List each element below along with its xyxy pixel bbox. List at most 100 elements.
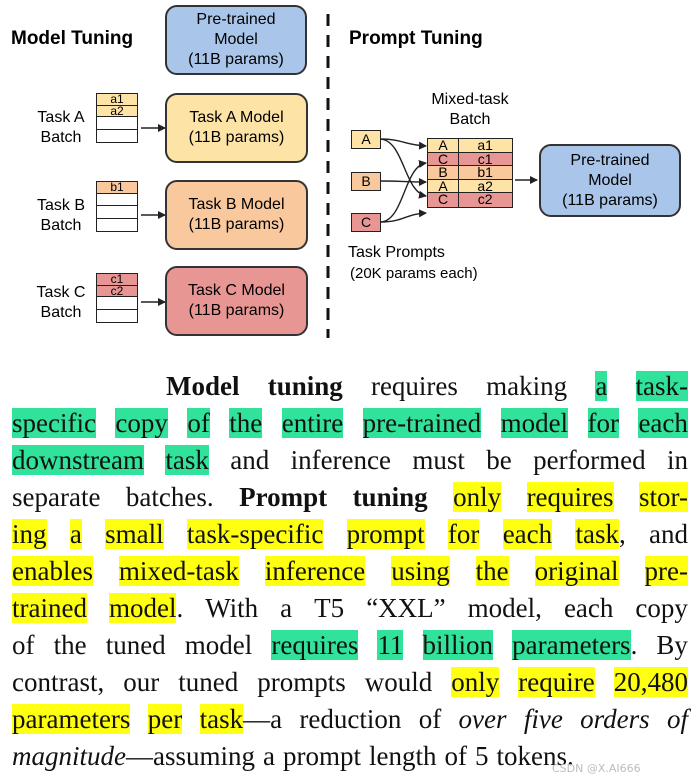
task-b-model-box: Task B Model (11B params) bbox=[165, 180, 308, 250]
batch-row: a2 bbox=[96, 104, 138, 118]
word-text: of bbox=[187, 408, 210, 438]
word: magnitude—assuming bbox=[12, 738, 255, 775]
task-prompts-label: Task Prompts (20K params each) bbox=[348, 244, 478, 282]
word: inference bbox=[291, 442, 391, 479]
word-text: each bbox=[638, 408, 688, 438]
word-text: using bbox=[391, 556, 450, 586]
word: Model bbox=[166, 368, 240, 405]
word: With bbox=[205, 590, 258, 627]
word: separate bbox=[12, 479, 100, 516]
word: inference bbox=[264, 553, 366, 590]
word: orders bbox=[580, 701, 650, 738]
word: would bbox=[365, 664, 433, 701]
table-row: B b1 bbox=[427, 165, 513, 181]
word-text: task bbox=[165, 445, 209, 475]
word-text: tokens. bbox=[496, 741, 574, 771]
word: task-specific bbox=[186, 516, 324, 553]
word: each bbox=[638, 405, 688, 442]
word: the bbox=[229, 405, 263, 442]
word-text: entire bbox=[281, 408, 344, 438]
pretrained-line-3: (11B params) bbox=[188, 51, 284, 68]
pretrained-line-1: Pre-trained bbox=[196, 11, 276, 28]
word: batches. bbox=[126, 479, 214, 516]
word-text: reduction bbox=[299, 704, 402, 734]
word-text: each bbox=[502, 519, 553, 549]
mixed-task-batch-table: A a1 C c1 B b1 A a2 C c2 bbox=[427, 138, 513, 208]
prompt-token-b: B bbox=[351, 172, 381, 191]
word-text: specific bbox=[12, 408, 96, 438]
word: making bbox=[486, 368, 567, 405]
word: trained bbox=[12, 590, 87, 627]
word-text: By bbox=[656, 630, 688, 660]
word-text: Prompt bbox=[239, 482, 328, 512]
word-suffix: —a bbox=[243, 704, 283, 734]
word: length bbox=[369, 738, 437, 775]
word: task—a bbox=[199, 701, 283, 738]
word: requires bbox=[271, 627, 359, 664]
word-text: our bbox=[123, 667, 160, 697]
word-text: tuning bbox=[352, 482, 428, 512]
task-c-model-box: Task C Model (11B params) bbox=[165, 266, 308, 336]
word: over bbox=[459, 701, 507, 738]
prompt-tuning-title: Prompt Tuning bbox=[349, 28, 483, 49]
word: for bbox=[587, 405, 619, 442]
task-c-batch-label: Task C Batch bbox=[36, 284, 86, 321]
word-text: the bbox=[53, 630, 87, 660]
word-text: copy bbox=[635, 593, 688, 623]
word-text: a bbox=[280, 593, 293, 623]
word: pre- bbox=[644, 553, 688, 590]
word-text: task-specific bbox=[186, 519, 324, 549]
word: of bbox=[187, 405, 210, 442]
word: tuned bbox=[106, 627, 166, 664]
word-text: T5 bbox=[314, 593, 345, 623]
word-text: the bbox=[229, 408, 263, 438]
word: tuning bbox=[353, 479, 428, 516]
task-a-batch-label: Task A Batch bbox=[37, 109, 85, 146]
word: parameters bbox=[12, 701, 131, 738]
word: stor- bbox=[639, 479, 688, 516]
word-text: prompts bbox=[257, 667, 346, 697]
word-text: With bbox=[205, 593, 259, 623]
word-text: model bbox=[108, 593, 177, 623]
word: the bbox=[475, 553, 509, 590]
word: require bbox=[518, 664, 595, 701]
word-text: prompt bbox=[346, 519, 425, 549]
word: task, bbox=[575, 516, 626, 553]
word: tuning bbox=[268, 368, 343, 405]
word-text: 20,480 bbox=[613, 667, 688, 697]
mixed-task-batch-label: Mixed-task Batch bbox=[431, 91, 509, 128]
word: parameters. bbox=[512, 627, 637, 664]
batch-row bbox=[96, 218, 138, 233]
word-text: model, bbox=[467, 593, 542, 623]
batch-row bbox=[96, 129, 138, 144]
word-text: only bbox=[451, 667, 500, 697]
word-text: magnitude bbox=[12, 741, 126, 771]
word: 20,480 bbox=[613, 664, 688, 701]
word: requires bbox=[526, 479, 614, 516]
watermark: CSDN @X.AI666 bbox=[552, 762, 641, 775]
word-text: billion bbox=[422, 630, 494, 660]
word-text: downstream bbox=[12, 445, 144, 475]
table-row: C c1 bbox=[427, 151, 513, 167]
word: model, bbox=[468, 590, 542, 627]
word-text: enables bbox=[12, 556, 93, 586]
word-text: small bbox=[105, 519, 164, 549]
word-text: tuned bbox=[105, 630, 166, 660]
word-text: mixed-task bbox=[118, 556, 239, 586]
word-text: of bbox=[12, 630, 35, 660]
word-text: a bbox=[263, 741, 275, 771]
word: model. bbox=[108, 590, 183, 627]
word-text: only bbox=[453, 482, 502, 512]
word: reduction bbox=[299, 701, 401, 738]
word-suffix: —assuming bbox=[126, 741, 256, 771]
word: specific bbox=[12, 405, 96, 442]
word: model bbox=[185, 627, 253, 664]
batch-row: a1 bbox=[96, 93, 138, 106]
word: of bbox=[419, 701, 442, 738]
word-text: batches. bbox=[125, 482, 214, 512]
